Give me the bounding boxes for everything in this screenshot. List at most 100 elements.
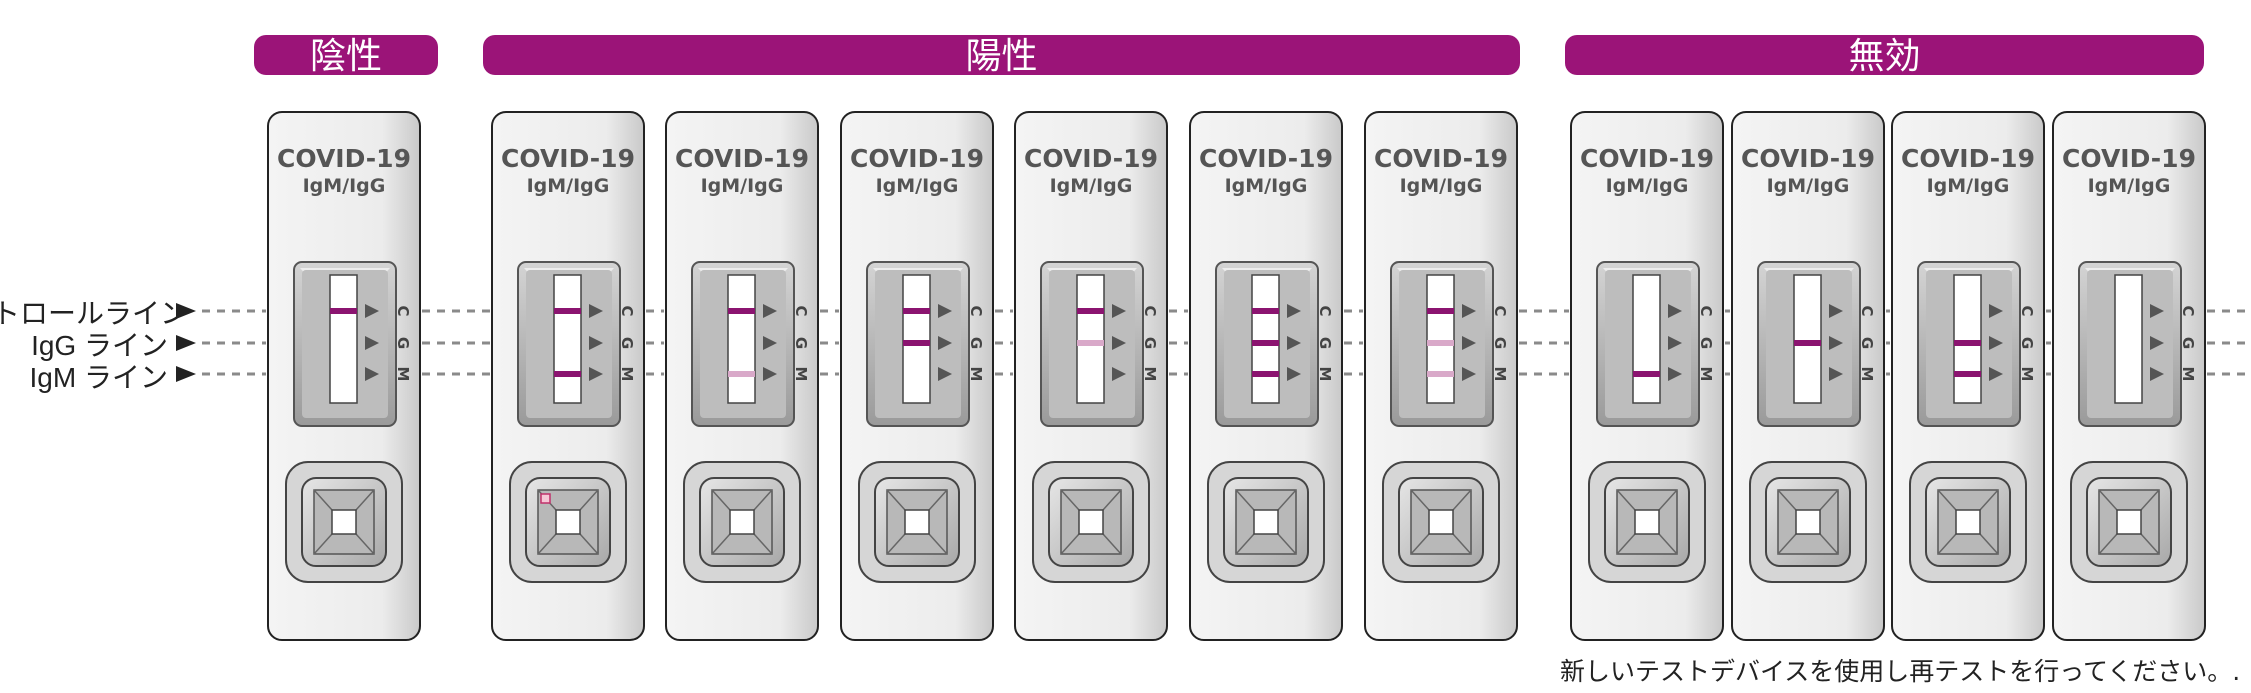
device-subtitle: IgM/IgG — [1927, 175, 2010, 197]
test-strip — [1076, 274, 1105, 404]
marker-arrow — [589, 304, 603, 318]
marker-letter: M — [1316, 367, 1334, 382]
result-line-g — [903, 340, 930, 346]
marker-arrow — [1829, 304, 1843, 318]
marker-letter: M — [2179, 367, 2197, 382]
marker-letter: G — [1858, 337, 1876, 349]
marker-letter: C — [792, 305, 810, 316]
well-diagonals — [313, 489, 375, 555]
result-line-c — [903, 308, 930, 314]
sample-port — [1955, 509, 1981, 535]
marker-letter: G — [1316, 337, 1334, 349]
marker-arrow — [1668, 304, 1682, 318]
marker-arrow — [938, 367, 952, 381]
marker-letter: M — [1697, 367, 1715, 382]
result-line-c — [554, 308, 581, 314]
sample-dot — [540, 493, 551, 504]
marker-arrow — [1112, 336, 1126, 350]
result-line-g — [1077, 340, 1104, 346]
sample-port — [331, 509, 357, 535]
well-diagonals — [1410, 489, 1472, 555]
well-diagonals — [711, 489, 773, 555]
test-strip — [1793, 274, 1822, 404]
test-strip — [2114, 274, 2143, 404]
result-line-m — [728, 371, 755, 377]
marker-arrow — [1287, 367, 1301, 381]
marker-arrow — [1287, 336, 1301, 350]
marker-letter: M — [394, 367, 412, 382]
device-title: COVID-19 — [501, 144, 635, 173]
marker-arrow — [2150, 304, 2164, 318]
test-strip — [1632, 274, 1661, 404]
marker-arrow — [763, 304, 777, 318]
device-title: COVID-19 — [2062, 144, 2196, 173]
marker-arrow — [1462, 336, 1476, 350]
result-line-g — [1427, 340, 1454, 346]
result-line-c — [330, 308, 357, 314]
marker-letter: C — [1697, 305, 1715, 316]
device-title: COVID-19 — [1024, 144, 1158, 173]
sample-port — [1795, 509, 1821, 535]
well-diagonals — [1616, 489, 1678, 555]
device-subtitle: IgM/IgG — [1225, 175, 1308, 197]
banner-2 — [1565, 35, 2204, 75]
device-subtitle: IgM/IgG — [527, 175, 610, 197]
marker-letter: M — [967, 367, 985, 382]
device-title: COVID-19 — [1199, 144, 1333, 173]
device-subtitle: IgM/IgG — [1400, 175, 1483, 197]
marker-letter: C — [1491, 305, 1509, 316]
test-strip — [1426, 274, 1455, 404]
marker-arrow — [2150, 336, 2164, 350]
group-banners: 陰性陽性無効 — [254, 35, 2204, 77]
well-diagonals — [1777, 489, 1839, 555]
device-title: COVID-19 — [1374, 144, 1508, 173]
marker-arrow — [1668, 367, 1682, 381]
marker-letter: G — [2179, 337, 2197, 349]
label-arrow-2 — [176, 366, 196, 382]
marker-arrow — [1112, 367, 1126, 381]
marker-letter: M — [618, 367, 636, 382]
marker-letter: G — [2018, 337, 2036, 349]
marker-letter: C — [967, 305, 985, 316]
marker-arrow — [365, 304, 379, 318]
test-strip — [727, 274, 756, 404]
marker-letter: C — [2179, 305, 2197, 316]
marker-letter: G — [394, 337, 412, 349]
label-arrow-0 — [176, 303, 196, 319]
device-subtitle: IgM/IgG — [1606, 175, 1689, 197]
result-line-c — [728, 308, 755, 314]
marker-arrow — [763, 336, 777, 350]
banner-1 — [483, 35, 1520, 75]
igm-line-label: IgM ライン — [29, 362, 168, 393]
result-line-c — [1427, 308, 1454, 314]
marker-arrow — [589, 336, 603, 350]
sample-port — [904, 509, 930, 535]
marker-letter: C — [618, 305, 636, 316]
device-subtitle: IgM/IgG — [1767, 175, 1850, 197]
result-line-c — [1077, 308, 1104, 314]
device-subtitle: IgM/IgG — [1050, 175, 1133, 197]
result-line-m — [1954, 371, 1981, 377]
marker-arrow — [589, 367, 603, 381]
marker-letter: C — [2018, 305, 2036, 316]
marker-letter: C — [1858, 305, 1876, 316]
marker-arrow — [1989, 367, 2003, 381]
result-line-m — [1427, 371, 1454, 377]
result-line-m — [1633, 371, 1660, 377]
device-title: COVID-19 — [277, 144, 411, 173]
test-strip — [329, 274, 358, 404]
device-title: COVID-19 — [850, 144, 984, 173]
test-strip — [902, 274, 931, 404]
device-subtitle: IgM/IgG — [876, 175, 959, 197]
banner-label-0: 陰性 — [310, 36, 382, 77]
marker-letter: G — [967, 337, 985, 349]
control-line-label: コントロールライン — [0, 298, 188, 329]
device-title: COVID-19 — [1580, 144, 1714, 173]
retest-note: 新しいテストデバイスを使用し再テストを行ってください。. — [1560, 657, 2241, 686]
test-strip — [1953, 274, 1982, 404]
test-strip — [553, 274, 582, 404]
result-line-g — [1794, 340, 1821, 346]
